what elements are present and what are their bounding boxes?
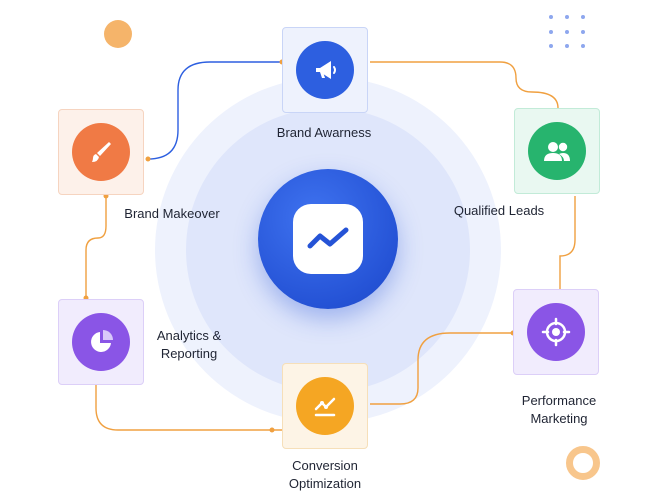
qualified-leads-disc [528,122,586,180]
node-conversion-optimization[interactable] [282,363,368,449]
megaphone-icon [316,61,336,79]
connector-leads-to-performance [559,196,576,290]
node-qualified-leads[interactable] [514,108,600,194]
connector-analytics-to-makeover [85,196,107,298]
paintbrush-icon [92,142,111,162]
label-conversion-optimization: Conversion Optimization [268,457,382,493]
label-conversion-optimization-line1: Conversion [292,458,358,473]
decorative-circle [104,20,132,48]
connector-performance-to-conversion [370,332,513,405]
brand-makeover-disc [72,123,130,181]
node-brand-makeover[interactable] [58,109,144,195]
label-conversion-optimization-line2: Optimization [288,476,362,491]
label-analytics-reporting-line1: Analytics & [156,328,222,343]
connector-awareness-to-leads [370,61,559,109]
label-analytics-reporting-line2: Reporting [160,346,218,361]
node-brand-awareness[interactable] [282,27,368,113]
performance-marketing-disc [527,303,585,361]
label-performance-marketing-line2: Marketing [530,411,588,426]
activity-chart-icon [307,227,349,249]
conversion-optimization-disc [296,377,354,435]
node-analytics-reporting[interactable] [58,299,144,385]
label-analytics-reporting: Analytics & Reporting [146,327,232,363]
center-hub [258,169,398,309]
connector-conversion-to-analytics [95,385,282,431]
label-qualified-leads: Qualified Leads [453,203,545,218]
label-performance-marketing: Performance Marketing [500,392,618,428]
center-tile [293,204,363,274]
users-icon [544,142,570,161]
analytics-reporting-disc [72,313,130,371]
brand-awareness-disc [296,41,354,99]
trend-line-icon [314,397,336,417]
decorative-ring [566,446,600,480]
label-brand-awareness: Brand Awarness [276,125,372,140]
pie-chart-icon [91,330,113,352]
label-performance-marketing-line1: Performance [521,393,597,408]
label-brand-makeover: Brand Makeover [124,206,220,221]
decorative-dot-grid [549,15,597,59]
connector-makeover-to-awareness [147,61,282,160]
node-performance-marketing[interactable] [513,289,599,375]
target-icon [541,317,571,347]
